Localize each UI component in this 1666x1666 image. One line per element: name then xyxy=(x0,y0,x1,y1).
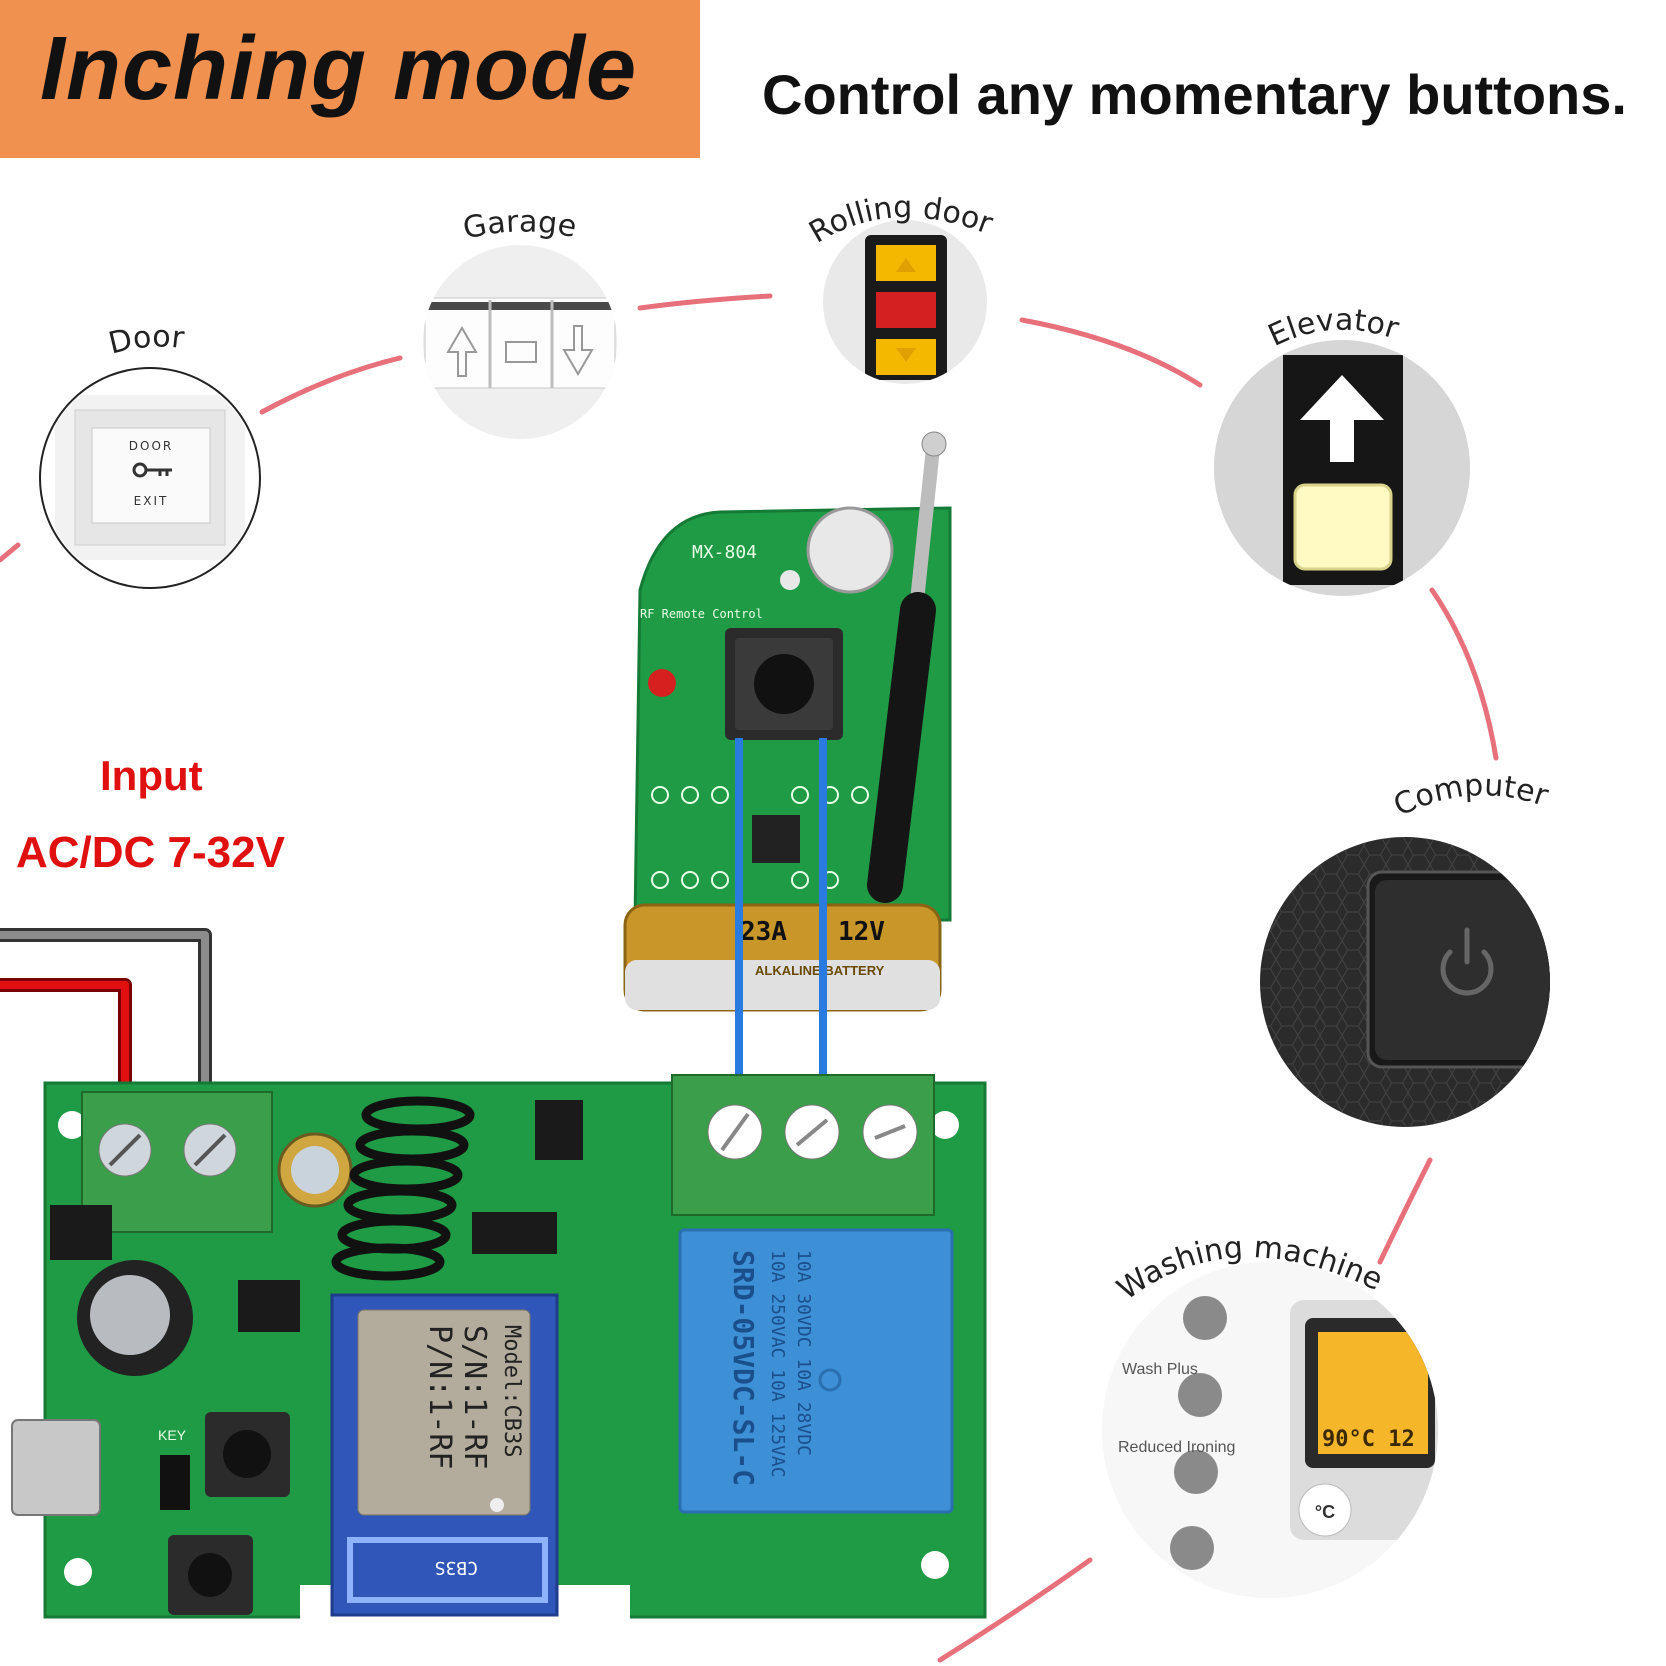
ic-chip xyxy=(535,1100,583,1160)
stop-icon xyxy=(505,341,537,363)
input-title: Input xyxy=(100,752,203,799)
relay-rating-2: 10A 30VDC 10A 28VDC xyxy=(793,1250,814,1456)
computer-device: Computer xyxy=(1260,768,1553,1127)
door-device: DOOR EXIT Door xyxy=(39,319,261,589)
tagline: Control any momentary buttons. xyxy=(762,63,1627,126)
elevator-device: Elevator xyxy=(1214,303,1470,596)
regulator-chip xyxy=(472,1212,557,1254)
banner-title: Inching mode xyxy=(40,19,637,119)
key-icon xyxy=(132,462,172,478)
arrow-up-icon xyxy=(1300,375,1384,462)
power-icon xyxy=(1440,927,1494,996)
wash-option-1: Wash Plus xyxy=(1122,1361,1198,1378)
door-plate-bottom: EXIT xyxy=(134,494,169,508)
wifi-module-cb3s: P/N:1-RF S/N:1-RF Model:CB3S CB3S xyxy=(330,1293,559,1617)
remote-subtitle: RF Remote Control xyxy=(640,607,763,621)
garage-label: Garage xyxy=(460,204,579,246)
title-banner: Inching mode xyxy=(0,0,700,158)
jumper-wires xyxy=(735,738,827,1075)
transistor xyxy=(50,1205,112,1260)
washing-machine-device: Wash Plus Reduced Ironing 90°C 12 °C Was… xyxy=(1102,1230,1438,1598)
input-wires xyxy=(0,928,212,1085)
micro-usb-port xyxy=(11,1419,101,1516)
battery-voltage: 12V xyxy=(838,917,885,947)
module-model: Model:CB3S xyxy=(499,1325,524,1457)
door-label: Door xyxy=(105,319,186,361)
wash-display: 90°C 12 xyxy=(1322,1427,1415,1452)
led-cap xyxy=(806,506,894,594)
battery: 23A 12V ALKALINE BATTERY xyxy=(623,903,942,1012)
remote-model: MX-804 xyxy=(692,542,757,563)
relay-module-board: P/N:1-RF S/N:1-RF Model:CB3S CB3S SRD-05… xyxy=(11,1074,987,1620)
rolling-door-device: Rolling door xyxy=(803,190,998,384)
arrow-down-icon xyxy=(562,325,594,376)
output-terminal-block xyxy=(671,1074,935,1216)
connector-arcs xyxy=(0,293,1499,1663)
wash-option-2: Reduced Ironing xyxy=(1118,1439,1235,1456)
telescopic-antenna xyxy=(867,431,947,903)
remote-control-board: MX-804 RF Remote Control 23A 12V ALKALIN… xyxy=(623,431,952,1012)
module-pn: P/N:1-RF xyxy=(422,1325,457,1470)
jumper-header xyxy=(160,1455,190,1510)
relay-rating-1: 10A 250VAC 10A 125VAC xyxy=(767,1250,788,1478)
ic-chip xyxy=(238,1280,300,1332)
coil-antenna xyxy=(331,1096,475,1281)
computer-label: Computer xyxy=(1388,768,1553,824)
arrow-up-icon xyxy=(446,326,478,377)
wash-unit: °C xyxy=(1315,1502,1335,1522)
encoder-chip xyxy=(752,815,800,863)
module-sn: S/N:1-RF xyxy=(457,1325,492,1470)
key-label: KEY xyxy=(158,1427,187,1443)
garage-device: Garage xyxy=(423,204,617,439)
relay: SRD-05VDC-SL-C 10A 250VAC 10A 125VAC 10A… xyxy=(678,1228,954,1514)
input-voltage: AC/DC 7-32V xyxy=(16,828,285,877)
relay-model: SRD-05VDC-SL-C xyxy=(727,1250,760,1486)
status-led xyxy=(648,669,676,697)
input-terminal-block xyxy=(81,1091,273,1233)
battery-type: 23A xyxy=(740,917,787,947)
door-plate-top: DOOR xyxy=(129,439,173,453)
module-antenna-label: CB3S xyxy=(435,1557,478,1578)
